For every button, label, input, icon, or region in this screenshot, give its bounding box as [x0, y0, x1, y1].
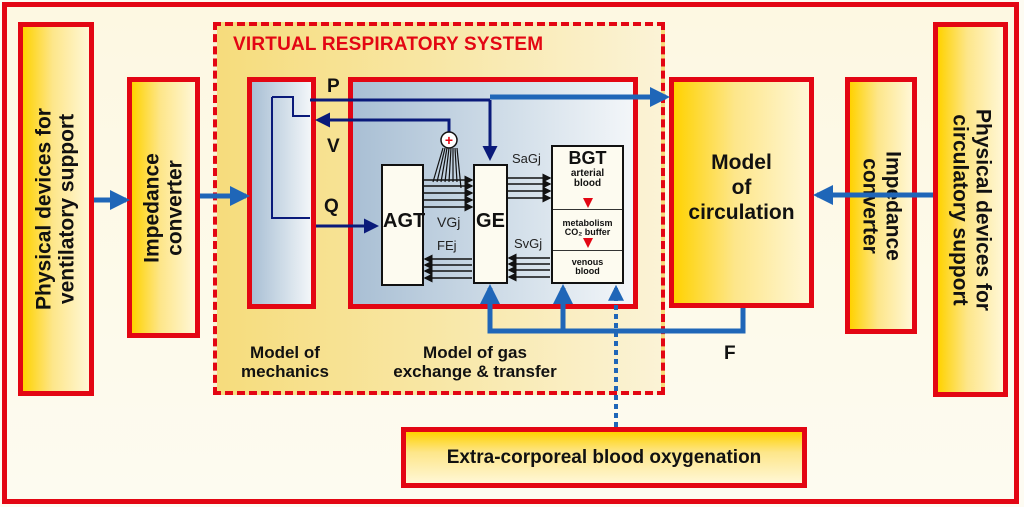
- bgt-metabolism-to-venous-arrow: [583, 238, 593, 248]
- mechanics-caption-line1: Model of: [250, 343, 320, 362]
- circulatory-support-devices-block[interactable]: Physical devices for circulatory support: [933, 22, 1008, 397]
- circulation-line1: Model: [711, 151, 772, 174]
- bgt-metabolism-line2: CO₂ buffer: [564, 227, 611, 237]
- mechanics-loop: [271, 97, 310, 219]
- bgt-metabolism-compartment: metabolism CO₂ buffer: [553, 209, 622, 251]
- agt-label: AGT: [383, 210, 426, 232]
- sagj-label: SaGj: [512, 151, 541, 166]
- bgt-arterial-compartment: BGT arterial blood: [553, 147, 622, 209]
- bgt-metabolism-line1: metabolism: [562, 218, 613, 228]
- bgt-venous-line1: venous: [571, 257, 604, 267]
- ge-to-agt-lines: [423, 254, 472, 283]
- bgt-to-ge-lines: [507, 253, 550, 282]
- bgt-arterial-to-metabolism-arrow: [583, 198, 593, 208]
- flow-f-to-ge: [480, 284, 746, 334]
- bgt-arterial-line1: arterial: [570, 168, 605, 179]
- flow-f-label: F: [724, 343, 736, 364]
- pressure-label: P: [327, 76, 340, 97]
- ecbo-label: Extra-corporeal blood oxygenation: [446, 447, 762, 468]
- gas-caption-line2: exchange & transfer: [393, 361, 557, 381]
- gas-caption-line1: Model of gas: [423, 343, 527, 362]
- pressure-loop: [272, 96, 310, 117]
- gas-exchange-caption: Model of gas exchange & transfer: [360, 343, 590, 381]
- svgj-label: SvGj: [514, 236, 543, 251]
- flow-q-label: Q: [324, 196, 339, 217]
- bgt-venous-compartment: venous blood: [553, 250, 622, 282]
- ge-to-bgt-lines: [508, 173, 552, 203]
- vgj-label: VGj: [437, 214, 461, 230]
- summer-plus-icon: +: [445, 132, 453, 148]
- ge-label: GE: [476, 210, 505, 232]
- volume-feedback-arrow: [315, 112, 451, 133]
- vrs-title: VIRTUAL RESPIRATORY SYSTEM: [233, 34, 544, 55]
- circulation-line2: of: [731, 176, 752, 199]
- agt-to-ge-lines: [424, 175, 474, 212]
- ventilatory-support-devices-block[interactable]: Physical devices for ventilatory support: [18, 22, 94, 396]
- summer-inputs: [432, 147, 462, 189]
- ecbo-block[interactable]: Extra-corporeal blood oxygenation: [401, 427, 807, 488]
- volume-label: V: [327, 136, 340, 157]
- mechanics-caption: Model of mechanics: [228, 343, 342, 381]
- bgt-title: BGT: [568, 148, 607, 168]
- agt-block[interactable]: AGT: [381, 164, 426, 286]
- bgt-arterial-line2: blood: [573, 178, 602, 189]
- ge-block[interactable]: GE: [473, 164, 508, 284]
- bgt-block[interactable]: BGT arterial blood metabolism CO₂ buffer…: [551, 145, 624, 284]
- bgt-venous-line2: blood: [575, 266, 600, 276]
- circulation-model-block[interactable]: Model of circulation: [669, 77, 814, 308]
- mechanics-caption-line2: mechanics: [241, 361, 329, 381]
- right-impedance-converter-block[interactable]: Impedance converter: [845, 77, 917, 334]
- fej-label: FEj: [437, 238, 457, 253]
- circulation-line3: circulation: [688, 201, 795, 224]
